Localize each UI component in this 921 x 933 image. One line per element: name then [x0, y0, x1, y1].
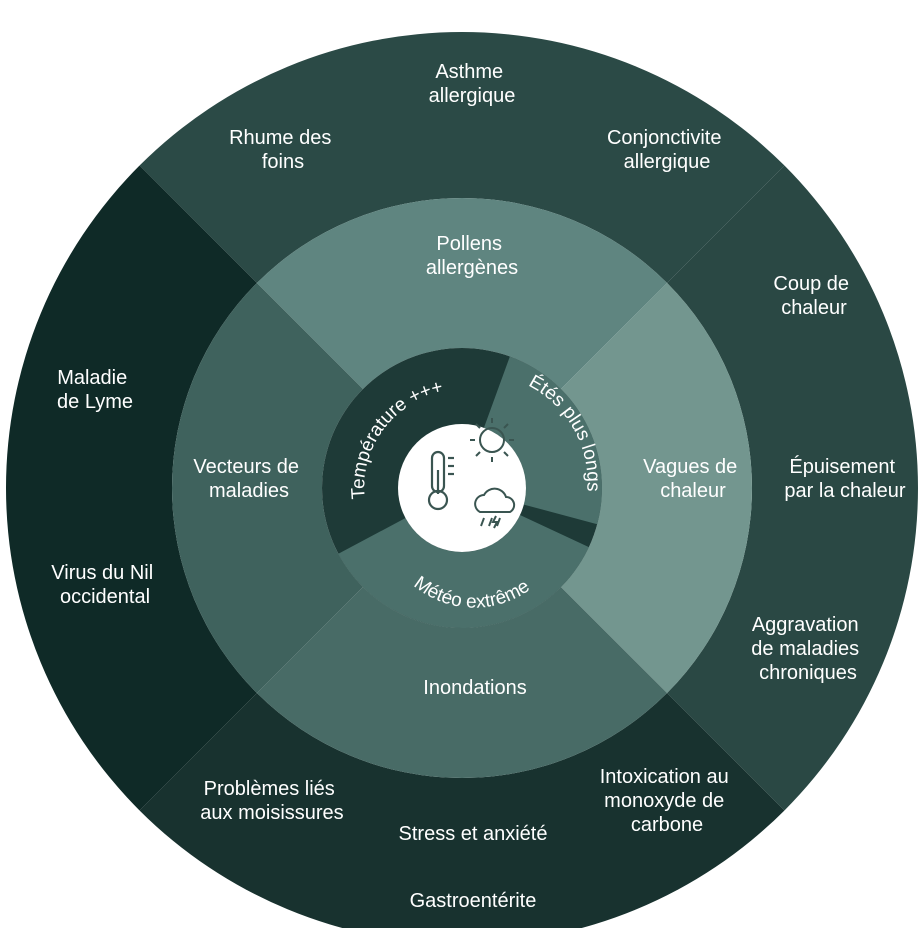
outer-ring [6, 32, 918, 933]
middle-label-pollen: Pollens allergènes [426, 233, 518, 279]
inner-sector-summers [483, 356, 602, 525]
thermometer-icon [427, 450, 454, 511]
outer-label-co-poisoning: Intoxication au monoxyde de carbone [600, 766, 735, 836]
middle-label-floods: Inondations [423, 677, 526, 699]
outer-sector-weather [139, 693, 785, 933]
outer-label-gastro: Gastroentérite [410, 890, 537, 912]
outer-sector-heat [667, 165, 918, 811]
outer-sector-vectors [6, 165, 257, 811]
outer-label-west-nile: Virus du Nil occidental [51, 562, 158, 608]
outer-label-stress: Stress et anxiété [399, 823, 548, 845]
inner-sector-weather [338, 515, 589, 629]
outer-label-mold: Problèmes liés aux moisissures [200, 778, 343, 824]
middle-label-heatwaves: Vagues de chaleur [643, 456, 743, 502]
storm-cloud-icon [474, 487, 516, 529]
middle-sector-heatwaves [560, 282, 752, 694]
outer-label-chronic: Aggravation de maladies chroniques [751, 614, 864, 684]
middle-label-vectors: Vecteurs de maladies [193, 456, 304, 502]
middle-sector-vectors [172, 282, 364, 694]
middle-ring [172, 197, 752, 778]
outer-sector-allergies [139, 32, 785, 283]
outer-label-heat-exhaustion: Épuisement par la chaleur [784, 455, 906, 502]
outer-label-asthma: Asthme allergique [429, 61, 516, 107]
outer-label-heatstroke: Coup de chaleur [773, 273, 854, 319]
outer-label-lyme: Maladie de Lyme [57, 367, 133, 413]
middle-sector-pollen [256, 197, 668, 390]
middle-sector-floods [256, 586, 668, 778]
outer-label-conjunctivitis: Conjonctivite allergique [607, 127, 727, 173]
sun-icon [470, 418, 514, 462]
outer-label-hay-fever: Rhume des foins [229, 127, 337, 173]
